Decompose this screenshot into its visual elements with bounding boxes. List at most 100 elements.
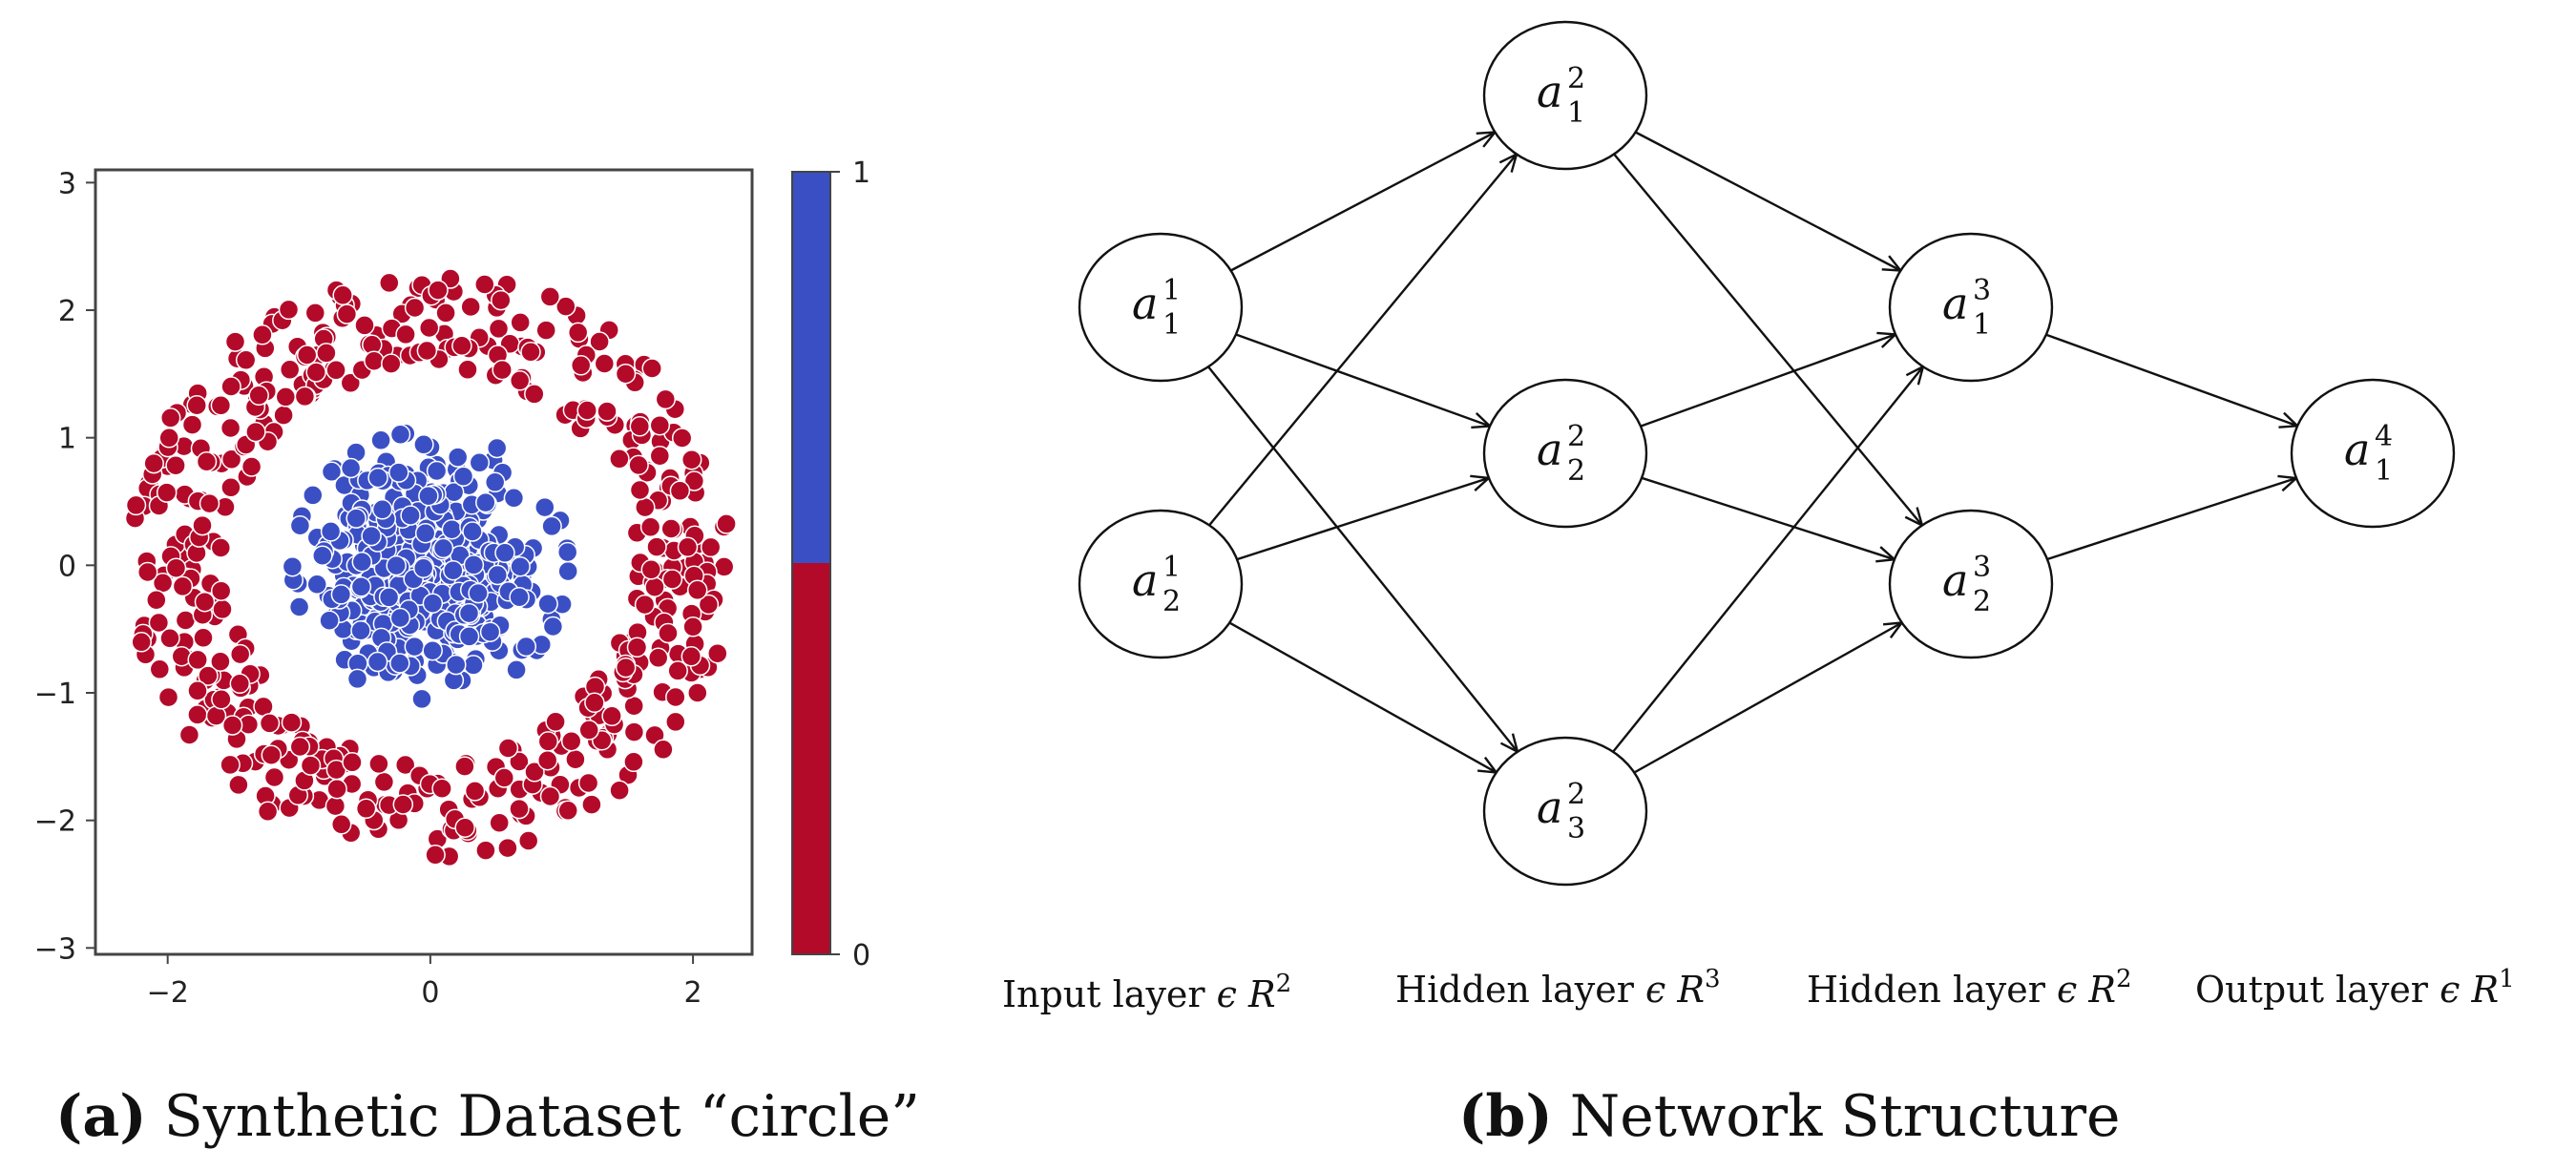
scatter-point-class-1 [319,610,340,631]
scatter-point-class-0 [261,744,283,765]
edge-a21-a12 [1208,155,1517,527]
scatter-point-class-0 [640,559,662,580]
y-tick-label: 2 [58,295,76,328]
scatter-point-class-0 [248,385,269,407]
edge-a12-a23 [1613,153,1922,526]
scatter-point-class-0 [435,303,456,324]
scatter-point-class-1 [494,542,515,564]
scatter-point-class-1 [468,582,489,604]
scatter-point-class-0 [653,739,674,761]
scatter-point-class-0 [136,561,158,583]
scatter-point-class-0 [649,445,671,467]
edge-a22-a13 [1640,334,1895,428]
scatter-point-class-0 [392,794,414,815]
scatter-point-class-1 [350,576,372,597]
scatter-point-class-0 [257,801,279,823]
scatter-point-class-0 [567,322,589,344]
layer-label-input: Input layer ϵ R2 [1002,970,1291,1015]
scatter-point-class-0 [623,751,644,773]
scatter-point-class-0 [649,414,671,436]
scatter-point-class-0 [716,513,737,534]
scatter-point-class-0 [451,335,472,357]
scatter-point-class-0 [326,778,347,800]
scatter-point-class-0 [536,749,558,771]
edge-a21-a22 [1236,478,1489,561]
scatter-point-class-1 [463,655,484,676]
scatter-point-class-0 [557,800,578,822]
scatter-point-class-0 [655,388,677,410]
scatter-point-class-0 [520,342,541,363]
scatter-point-class-0 [395,324,416,345]
scatter-point-class-0 [157,686,179,708]
scatter-point-class-0 [454,817,475,838]
node-circle [1888,232,2054,383]
node-subscript: 2 [1973,585,1991,618]
scatter-point-class-0 [304,303,326,324]
scatter-point-class-0 [416,340,438,362]
scatter-point-class-1 [441,518,463,540]
scatter-point-class-0 [273,405,294,426]
edge-a22-a23 [1641,476,1895,559]
scatter-point-class-0 [296,345,318,366]
node-label: a [1942,554,1968,606]
scatter-point-class-1 [463,554,485,575]
network-edges [1207,133,2297,773]
node-subscript: 1 [1973,308,1991,342]
scatter-point-class-0 [565,748,586,770]
scatter-point-class-1 [414,522,436,544]
scatter-point-class-0 [570,355,592,376]
scatter-point-class-0 [330,814,352,835]
scatter-point-class-0 [245,421,266,443]
scatter-point-class-0 [186,394,207,416]
y-tick-label: 0 [58,550,76,583]
scatter-point-class-0 [178,724,200,745]
scatter-point-class-0 [210,395,232,416]
scatter-point-class-1 [487,564,509,586]
scatter-point-class-1 [446,654,467,676]
scatter-point-class-0 [193,627,214,649]
scatter-point-class-1 [361,525,382,547]
scatter-point-class-0 [149,658,171,680]
scatter-point-class-1 [411,688,432,710]
edge-a11-a22 [1235,333,1490,427]
scatter-point-class-0 [609,449,630,470]
scatter-point-class-0 [577,772,599,794]
scatter-point-class-0 [464,781,486,802]
scatter-point-class-0 [644,576,665,597]
scatter-point-class-0 [671,428,693,449]
colorbar-class-0 [792,563,830,954]
scatter-point-class-1 [452,466,474,487]
scatter-point-class-0 [300,755,322,776]
caption-a: (a)Synthetic Dataset “circle” [55,1083,920,1150]
scatter-point-class-1 [469,452,491,473]
scatter-point-class-0 [609,780,630,801]
scatter-point-class-0 [165,454,186,476]
scatter-point-class-0 [669,480,691,502]
scatter-point-class-0 [517,830,539,851]
scatter-point-class-0 [210,580,232,601]
scatter-point-class-1 [462,521,483,542]
scatter-point-class-0 [491,289,512,311]
scatter-point-class-0 [211,689,232,710]
scatter-point-class-0 [597,401,618,422]
scatter-point-class-0 [681,646,702,667]
scatter-point-class-0 [629,479,651,501]
colorbar-max-label: 1 [852,157,870,190]
scatter-point-class-0 [364,350,385,371]
node-label: a [2344,424,2370,475]
scatter-point-class-1 [404,636,426,658]
edge-a21-a32 [1228,621,1496,773]
scatter-point-class-0 [220,376,241,397]
scatter-point-class-0 [131,632,152,653]
scatter-point-class-0 [425,845,446,866]
scatter-point-class-0 [545,711,566,733]
node-subscript: 3 [1567,812,1585,846]
scatter-point-class-0 [181,414,203,435]
scatter-point-class-0 [493,767,515,788]
scatter-point-class-0 [196,450,218,472]
node-superscript: 2 [1567,778,1585,811]
node-label: a [1537,782,1562,833]
